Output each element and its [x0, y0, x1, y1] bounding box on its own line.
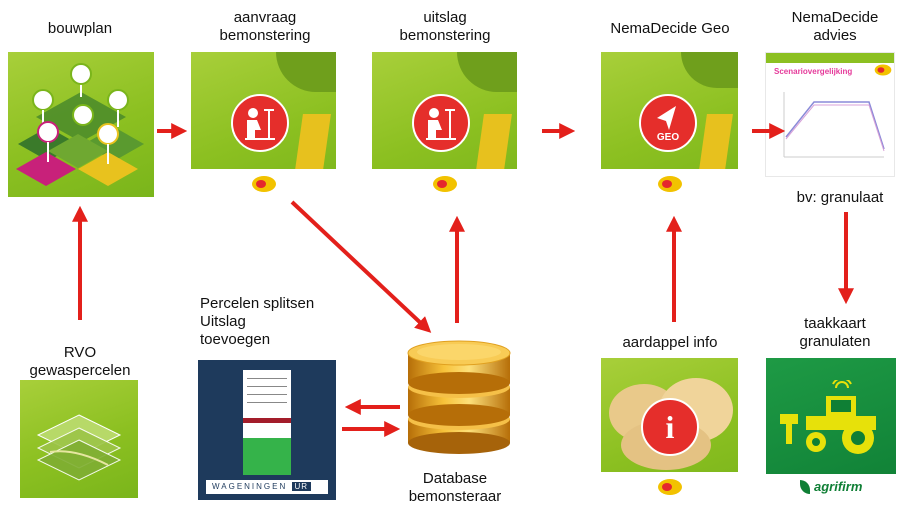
tile-percelen-splitsen[interactable]: WAGENINGEN UR	[198, 360, 336, 500]
sample-line	[247, 394, 287, 395]
nemadecide-logo-icon	[432, 176, 457, 192]
agrifirm-logo: agrifirm	[766, 474, 896, 500]
label-granulaat: bv: granulaat	[796, 189, 884, 206]
sample-line	[247, 402, 287, 403]
tile-aanvraag-bemonstering[interactable]	[191, 52, 336, 197]
info-badge-label: i	[665, 409, 675, 445]
info-badge: i	[641, 398, 699, 456]
wageningen-ur-text: UR	[291, 482, 312, 491]
label-percelen-line1: Percelen splitsen	[200, 295, 315, 312]
label-taakkaart-line2: granulaten	[799, 333, 871, 350]
label-aanvraag-bemonstering: aanvraag bemonstering	[195, 9, 335, 45]
label-percelen-line3: toevoegen	[200, 331, 271, 348]
label-aanvraag-line2: bemonstering	[219, 27, 311, 44]
label-aardappel-info: aardappel info	[622, 334, 718, 351]
sample-red-band	[243, 418, 291, 423]
label-advies-line2: advies	[813, 27, 857, 44]
tile-nemadecide-geo[interactable]: GEO	[601, 52, 738, 197]
tractor-icon	[780, 380, 876, 454]
tile-footer-strip	[601, 169, 738, 197]
sample-line	[247, 378, 287, 379]
tile-footer-strip	[372, 169, 517, 197]
label-uitslag-bemonstering: uitslag bemonstering	[375, 9, 515, 45]
label-rvo-line2: gewaspercelen	[29, 362, 131, 379]
map-layers-icon	[36, 414, 122, 481]
label-database-line1: Database	[422, 470, 488, 487]
tile-rvo-gewaspercelen[interactable]	[20, 380, 138, 498]
nemadecide-logo-icon	[251, 176, 276, 192]
sample-line	[247, 386, 287, 387]
sampling-badge	[412, 94, 470, 152]
label-uitslag-line1: uitslag	[423, 9, 467, 26]
sample-column	[243, 370, 291, 475]
report-header-bar	[766, 53, 894, 63]
label-rvo-line1: RVO	[63, 344, 97, 361]
tile-uitslag-bemonstering[interactable]	[372, 52, 517, 197]
label-rvo-gewaspercelen: RVO gewaspercelen	[20, 344, 140, 380]
wageningen-logo: WAGENINGEN UR	[206, 480, 328, 494]
label-advies-line1: NemaDecide	[791, 9, 879, 26]
database-cylinder-icon	[407, 340, 511, 454]
wageningen-text: WAGENINGEN	[212, 482, 288, 491]
report-logo-icon	[874, 64, 892, 76]
sample-green-block	[243, 438, 291, 475]
label-nemadecide-geo: NemaDecide Geo	[610, 20, 730, 37]
nemadecide-logo-icon	[657, 176, 682, 192]
label-database-line2: bemonsteraar	[408, 488, 502, 505]
label-taakkaart-granulaten: taakkaart granulaten	[775, 315, 895, 351]
arrow-aanvraag-to-database	[290, 200, 432, 333]
tile-taakkaart-granulaten[interactable]: agrifirm	[766, 358, 896, 500]
label-percelen-splitsen: Percelen splitsen Uitslag toevoegen	[200, 295, 360, 349]
database-icon[interactable]	[402, 335, 516, 457]
bouwplan-illustration	[16, 63, 144, 186]
label-uitslag-line2: bemonstering	[399, 27, 491, 44]
report-title: Scenariovergelijking	[774, 67, 853, 76]
label-aanvraag-line1: aanvraag	[233, 9, 297, 26]
label-bouwplan: bouwplan	[47, 20, 113, 37]
tile-nemadecide-advies[interactable]: Scenariovergelijking	[765, 52, 895, 177]
label-nemadecide-advies: NemaDecide advies	[775, 9, 895, 45]
tile-bouwplan[interactable]	[8, 52, 154, 197]
label-percelen-line2: Uitslag	[200, 313, 246, 330]
tile-aardappel-info[interactable]: i	[601, 358, 738, 500]
sampling-badge	[231, 94, 289, 152]
tile-footer-strip	[191, 169, 336, 197]
nemadecide-logo-icon	[657, 479, 682, 495]
soil-sampler-icon	[245, 108, 275, 140]
tile-footer-strip	[601, 472, 738, 500]
label-taakkaart-line1: taakkaart	[804, 315, 866, 332]
label-database-bemonsteraar: Database bemonsteraar	[385, 470, 525, 506]
geo-badge-label: GEO	[656, 132, 680, 143]
agrifirm-text: agrifirm	[814, 479, 863, 494]
geo-badge: GEO	[639, 94, 697, 152]
agrifirm-leaf-icon	[799, 480, 810, 494]
navigation-arrow-icon	[657, 106, 676, 130]
report-line-chart	[783, 92, 885, 158]
soil-sampler-icon	[426, 108, 456, 140]
